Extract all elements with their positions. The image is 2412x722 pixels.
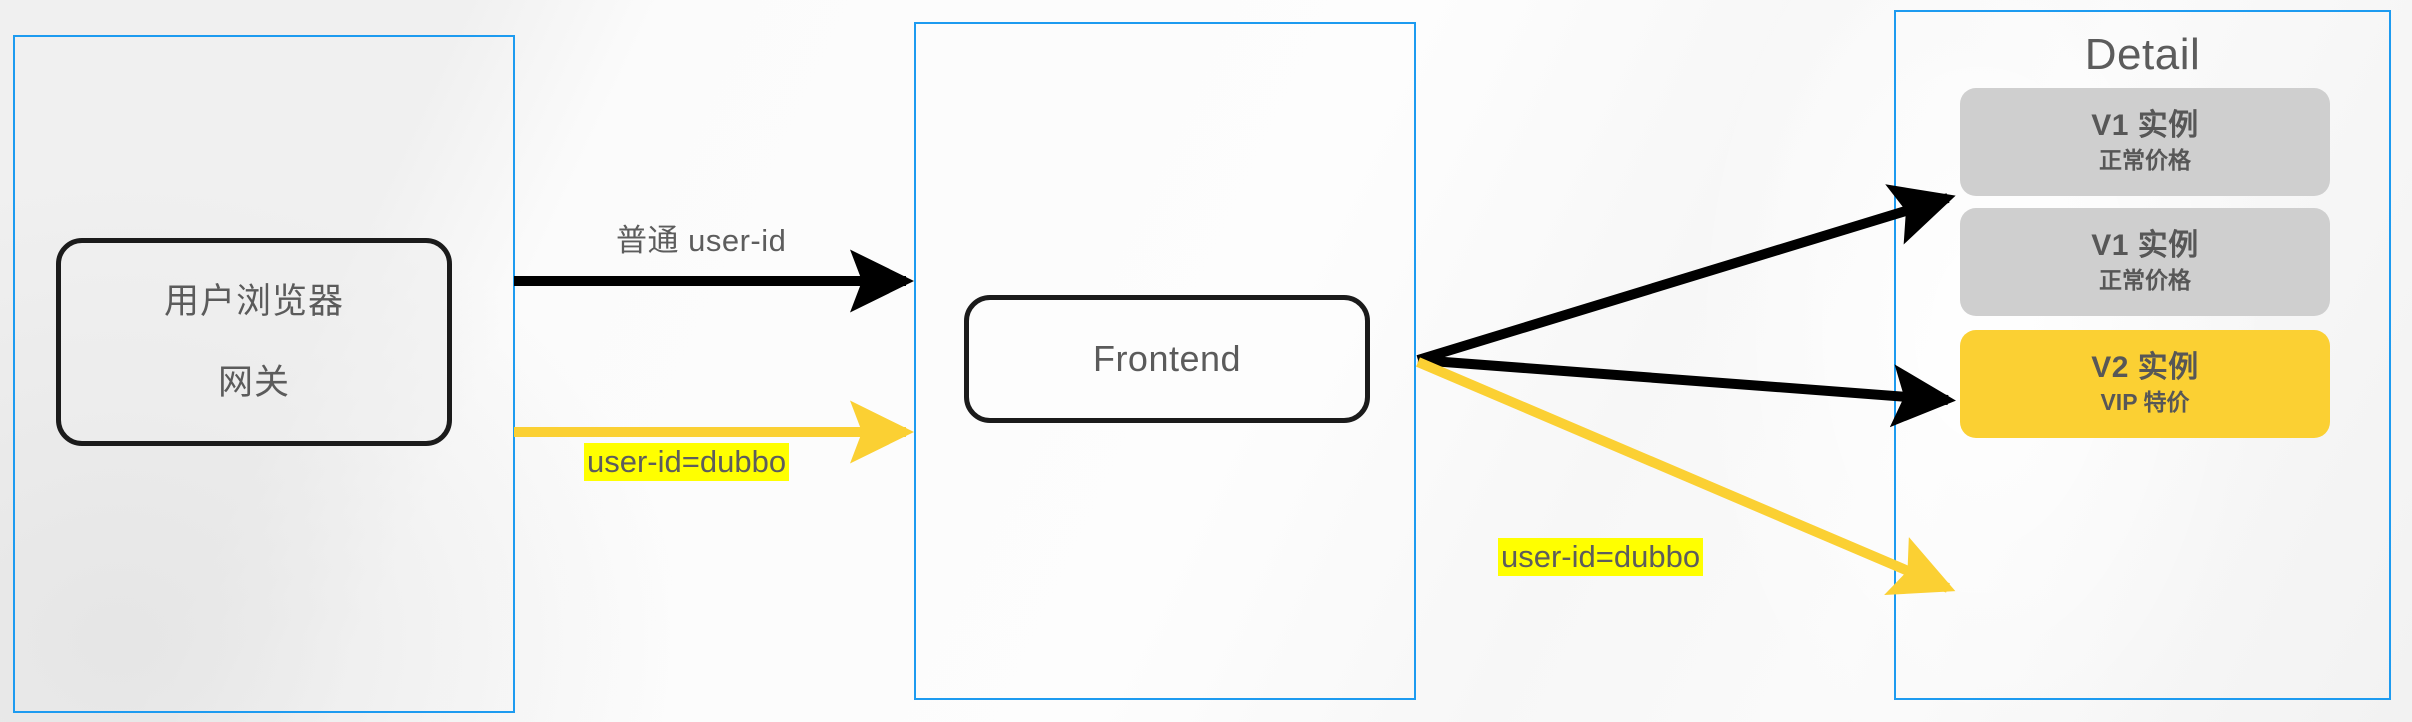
instance-card-v1-b[interactable]: V1 实例 正常价格 [1960, 208, 2330, 316]
frontend-node[interactable]: Frontend [964, 295, 1370, 423]
instance-card-subtitle: VIP 特价 [2100, 388, 2190, 415]
detail-panel-title: Detail [2084, 30, 2201, 79]
frontend-panel [914, 22, 1416, 700]
instance-card-subtitle: 正常价格 [2099, 146, 2191, 173]
gateway-node-line2: 网关 [217, 363, 290, 402]
gateway-node-line1: 用户浏览器 [163, 282, 344, 321]
instance-card-title: V2 实例 [2091, 351, 2199, 385]
instance-card-v2[interactable]: V2 实例 VIP 特价 [1960, 330, 2330, 438]
instance-card-v1-a[interactable]: V1 实例 正常价格 [1960, 88, 2330, 196]
arrow-frontend-to-v1-lower [1417, 355, 1956, 428]
instance-card-title: V1 实例 [2091, 229, 2199, 263]
gateway-node[interactable]: 用户浏览器 网关 [56, 238, 452, 446]
label-plain-user-id: 普通 user-id [616, 223, 787, 258]
label-highlight-user-id-left: user-id=dubbo [584, 443, 790, 481]
instance-card-title: V1 实例 [2091, 109, 2199, 143]
frontend-node-label: Frontend [1092, 338, 1242, 379]
arrow-frontend-to-v1-upper [1416, 184, 1956, 365]
instance-card-subtitle: 正常价格 [2099, 266, 2191, 293]
label-highlight-user-id-right: user-id=dubbo [1498, 538, 1704, 576]
client-panel [13, 35, 515, 713]
